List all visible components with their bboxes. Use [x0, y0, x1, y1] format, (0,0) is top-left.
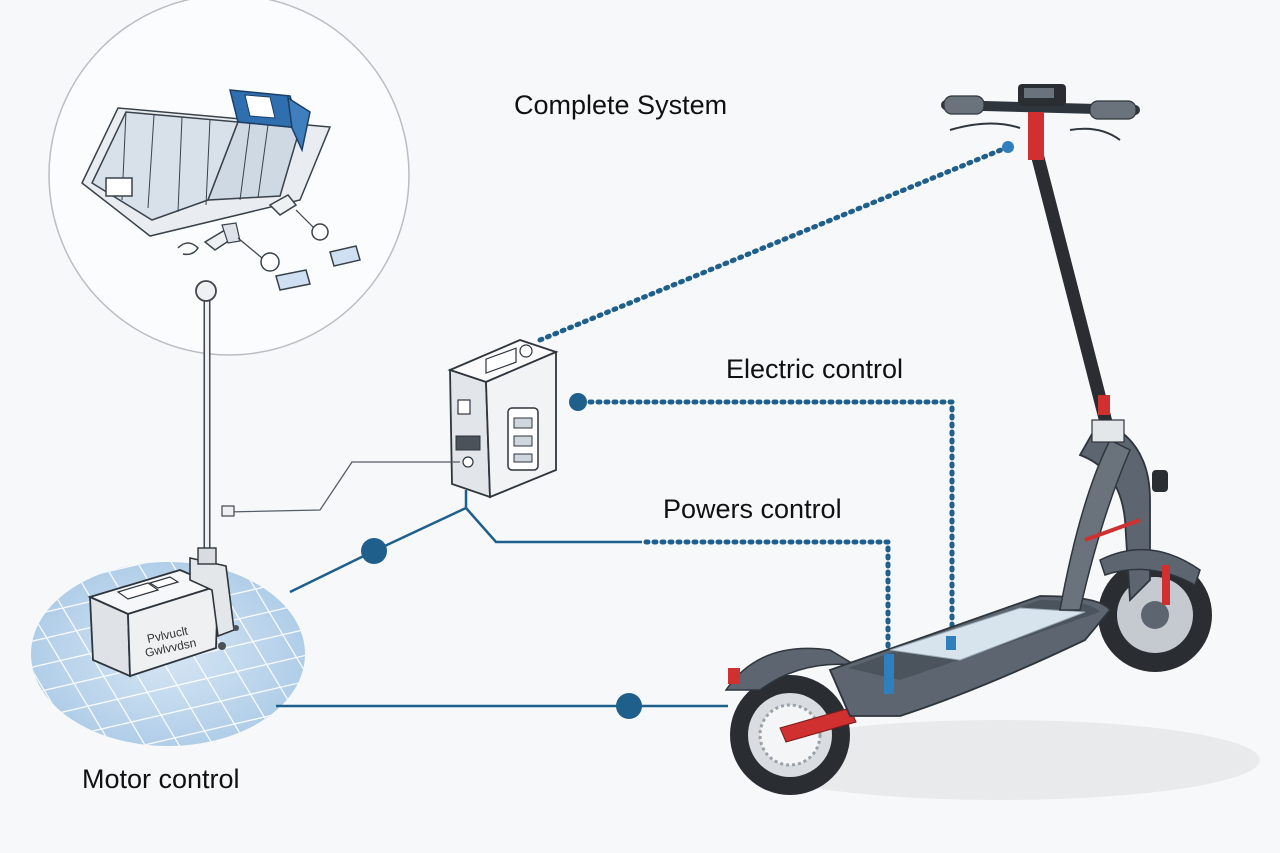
dotted-connectors — [537, 144, 1011, 658]
grid-line — [237, 562, 305, 746]
connector-node-electric — [569, 393, 587, 411]
grid-line — [20, 392, 320, 462]
grid-line — [20, 470, 320, 540]
electric-scooter — [724, 84, 1260, 800]
battery-detail-circle — [48, 0, 410, 356]
connector-node-wheel — [616, 693, 642, 719]
diagram-title: Complete System — [514, 90, 728, 120]
grid-line — [306, 560, 426, 760]
motor-control-platform — [0, 340, 460, 760]
grid-line — [31, 651, 305, 723]
grid-line — [20, 444, 320, 514]
motor-controller-box: Pvlvuclt Gwlvvdsn — [87, 547, 239, 678]
connector-node-motor — [361, 538, 387, 564]
electric-controller-box — [447, 339, 559, 499]
control-wire — [221, 461, 460, 517]
grid-line — [340, 560, 460, 760]
grid-line — [31, 562, 305, 567]
grid-line — [20, 366, 320, 436]
grid-line — [20, 418, 320, 488]
grid-line — [20, 340, 320, 410]
grid-line — [0, 560, 18, 760]
powers-control-label: Powers control — [663, 494, 842, 524]
electric-control-label: Electric control — [726, 354, 904, 384]
solid-connectors — [276, 490, 728, 708]
handlebar-sensor — [1002, 141, 1014, 153]
motor-control-label: Motor control — [82, 764, 240, 794]
battery-cable-pole — [195, 280, 217, 555]
